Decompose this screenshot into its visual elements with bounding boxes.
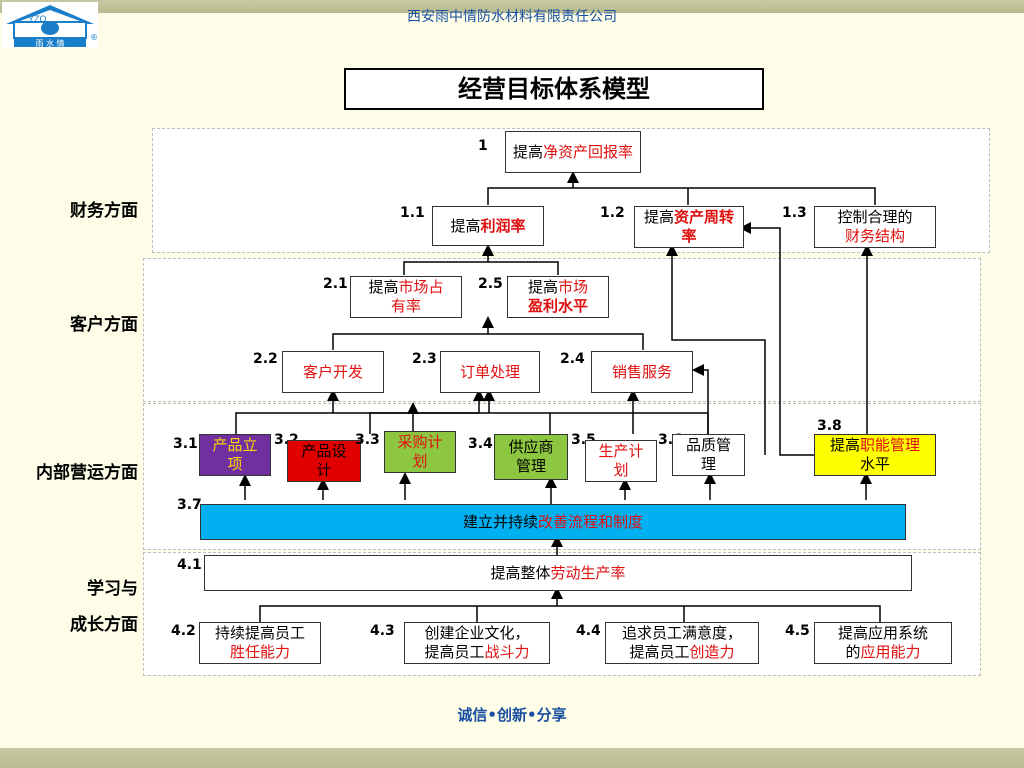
node-market-profit: 提高市场盈利水平 — [507, 276, 609, 318]
num-2-2: 2.2 — [253, 351, 278, 367]
node-sat-pre: 提高员工 — [629, 643, 690, 661]
node-labor-hl: 劳动生产率 — [550, 563, 626, 582]
label-internal: 内部营运方面 — [36, 463, 138, 483]
num-4-3: 4.3 — [370, 623, 395, 639]
node-fin-hl: 财务结构 — [844, 227, 905, 245]
svg-text:YZQ: YZQ — [28, 14, 47, 24]
label-learning-1: 学习与 — [87, 579, 138, 599]
num-2-1: 2.1 — [323, 276, 348, 292]
num-2-3: 2.3 — [412, 351, 437, 367]
num-3-3: 3.3 — [355, 432, 380, 448]
node-share-pre: 提高 — [368, 278, 399, 296]
node-customer-dev: 客户开发 — [282, 351, 384, 393]
num-2-4: 2.4 — [560, 351, 585, 367]
svg-text:®: ® — [90, 33, 98, 42]
num-1-2: 1.2 — [600, 205, 625, 221]
node-procurement-plan: 采购计划 — [384, 431, 456, 473]
num-4-5: 4.5 — [785, 623, 810, 639]
num-3-1: 3.1 — [173, 436, 198, 452]
node-func-hl: 职能管理 — [860, 436, 921, 454]
node-mprofit-hl: 市场 — [558, 278, 589, 296]
node-functional-mgmt: 提高职能管理水平 — [814, 434, 936, 476]
label-financial: 财务方面 — [70, 201, 138, 221]
node-culture-hl: 战斗力 — [484, 643, 530, 661]
node-roe: 提高净资产回报率 — [505, 131, 641, 173]
num-3-4: 3.4 — [468, 436, 493, 452]
node-profit-margin: 提高利润率 — [432, 206, 544, 246]
num-4-1: 4.1 — [177, 557, 202, 573]
node-satisfaction: 追求员工满意度，提高员工创造力 — [605, 622, 759, 664]
page-title: 经营目标体系模型 — [344, 68, 764, 110]
node-sales-service: 销售服务 — [591, 351, 693, 393]
node-sat-hl: 创造力 — [689, 643, 735, 661]
num-1-1: 1.1 — [400, 205, 425, 221]
node-sat-line1: 追求员工满意度， — [621, 624, 742, 642]
node-order-processing: 订单处理 — [440, 351, 540, 393]
node-share-hl: 市场占有率 — [390, 278, 444, 315]
label-learning-2: 成长方面 — [70, 615, 138, 635]
node-process-pre: 建立并持续 — [462, 512, 538, 531]
label-customer: 客户方面 — [70, 315, 138, 335]
node-roe-pre: 提高 — [512, 142, 543, 161]
node-profit-pre: 提高 — [450, 216, 481, 235]
node-asset-hl: 资产周转率 — [674, 208, 735, 245]
num-4-2: 4.2 — [171, 623, 196, 639]
node-sys-pre: 的 — [845, 643, 861, 661]
node-roe-hl: 净资产回报率 — [543, 142, 634, 161]
node-asset-turnover: 提高资产周转率 — [634, 206, 744, 248]
top-bar — [0, 0, 1024, 13]
bottom-bar — [0, 748, 1024, 768]
num-1-3: 1.3 — [782, 205, 807, 221]
node-product-design: 产品设计 — [287, 440, 361, 482]
node-comp-line1: 持续提高员工 — [214, 624, 305, 642]
node-supplier-mgmt: 供应商管理 — [494, 434, 568, 480]
company-logo: YZQ 雨 水 情 ® — [2, 2, 98, 48]
node-culture: 创建企业文化，提高员工战斗力 — [404, 622, 550, 664]
node-labor-pre: 提高整体 — [490, 563, 551, 582]
node-mprofit-hl2: 盈利水平 — [527, 297, 588, 315]
node-system-capability: 提高应用系统的应用能力 — [814, 622, 952, 664]
node-competency: 持续提高员工胜任能力 — [199, 622, 321, 664]
num-3-8: 3.8 — [817, 418, 842, 434]
num-3-7: 3.7 — [177, 497, 202, 513]
node-market-share: 提高市场占有率 — [350, 276, 462, 318]
num-2-5: 2.5 — [478, 276, 503, 292]
node-process-improvement: 建立并持续改善流程和制度 — [200, 504, 906, 540]
node-culture-line1: 创建企业文化， — [424, 624, 530, 642]
node-product-initiation: 产品立项 — [199, 434, 271, 476]
svg-text:雨 水 情: 雨 水 情 — [35, 38, 64, 48]
node-asset-pre: 提高 — [643, 208, 674, 226]
node-labor-productivity: 提高整体劳动生产率 — [204, 555, 912, 591]
num-4-4: 4.4 — [576, 623, 601, 639]
node-process-hl: 改善流程和制度 — [538, 512, 644, 531]
node-profit-hl: 利润率 — [480, 216, 526, 235]
node-production-plan: 生产计划 — [585, 440, 657, 482]
node-quality-mgmt: 品质管理 — [672, 434, 745, 476]
node-comp-hl: 胜任能力 — [229, 643, 290, 661]
node-mprofit-pre: 提高 — [527, 278, 558, 296]
num-1: 1 — [478, 138, 488, 154]
node-sys-hl: 应用能力 — [860, 643, 921, 661]
node-func-post: 水平 — [859, 455, 890, 473]
node-financial-structure: 控制合理的财务结构 — [814, 206, 936, 248]
node-culture-pre: 提高员工 — [424, 643, 485, 661]
footer-slogan: 诚信•创新•分享 — [457, 706, 567, 724]
node-func-pre: 提高 — [829, 436, 860, 454]
node-fin-pre: 控制合理的 — [837, 208, 913, 226]
company-name: 西安雨中情防水材料有限责任公司 — [407, 9, 617, 25]
node-sys-line1: 提高应用系统 — [837, 624, 928, 642]
